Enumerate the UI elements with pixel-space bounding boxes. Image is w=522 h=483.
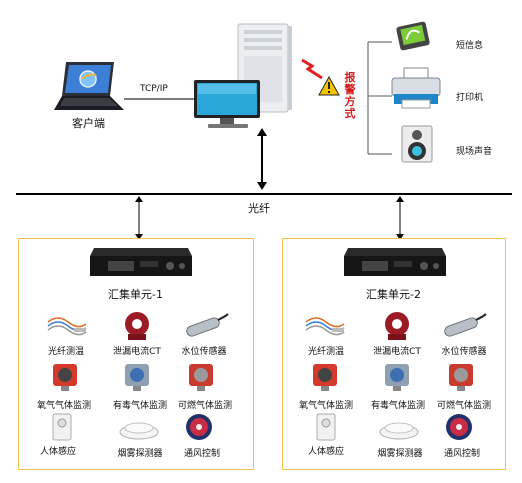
- water-level-sensor-icon: [444, 313, 487, 337]
- collector-device-icon: [344, 248, 446, 276]
- unit2-arrow: [396, 196, 404, 240]
- client-label: 客户端: [72, 117, 105, 130]
- monitor-icon: [194, 80, 260, 128]
- sensor-label: 光纤测温: [47, 347, 85, 357]
- smoke-detector-icon: [119, 422, 159, 440]
- phone-icon: [396, 21, 430, 51]
- motion-sensor-icon: [316, 413, 336, 441]
- toxic-gas-detector-icon: [125, 364, 149, 391]
- current-transformer-icon: [385, 312, 409, 340]
- sensor-label: 可燃气体监测: [177, 401, 233, 411]
- speaker-icon: [401, 125, 433, 163]
- sensor-label: 通风控制: [443, 449, 481, 459]
- toxic-gas-detector-icon: [385, 364, 409, 391]
- oxygen-detector-icon: [313, 364, 337, 391]
- sensor-label: 泄漏电流CT: [113, 347, 161, 357]
- lightning-icon: [301, 58, 323, 80]
- warning-icon: [318, 76, 340, 96]
- output-bracket: [367, 41, 392, 155]
- sensor-label: 氧气气体监测: [36, 401, 92, 411]
- output-label: 现场声音: [456, 147, 493, 157]
- server-backbone-arrow: [257, 128, 267, 190]
- output-label: 短信息: [456, 41, 484, 51]
- oxygen-detector-icon: [53, 364, 77, 391]
- laptop-icon: [54, 62, 124, 110]
- sensor-label: 人体感应: [307, 447, 345, 457]
- water-level-sensor-icon: [186, 313, 229, 337]
- sensor-label: 水位传感器: [441, 347, 487, 357]
- sensor-label: 光纤测温: [307, 347, 345, 357]
- fiber-probe-icon: [47, 317, 87, 336]
- current-transformer-icon: [125, 312, 149, 340]
- sensor-label: 有毒气体监测: [112, 401, 168, 411]
- printer-icon: [391, 67, 441, 109]
- sensor-label: 烟雾探测器: [117, 449, 163, 459]
- fiber-backbone-line: [16, 193, 512, 195]
- unit-title: 汇集单元-2: [366, 288, 421, 301]
- alarm-char: 方: [344, 95, 356, 108]
- sensor-label: 人体感应: [39, 447, 77, 457]
- unit-title: 汇集单元-1: [108, 288, 163, 301]
- combustible-gas-detector-icon: [449, 364, 473, 391]
- fiber-probe-icon: [305, 317, 345, 336]
- smoke-detector-icon: [379, 422, 419, 440]
- alarm-label: 报 警 方 式: [344, 72, 358, 132]
- sensor-label: 水位传感器: [181, 347, 227, 357]
- output-label: 打印机: [456, 93, 484, 103]
- sensor-label: 通风控制: [183, 449, 221, 459]
- alarm-char: 报: [344, 71, 356, 84]
- sensor-label: 烟雾探测器: [377, 449, 423, 459]
- sensor-label: 可燃气体监测: [436, 401, 492, 411]
- sensor-label: 氧气气体监测: [298, 401, 354, 411]
- alarm-char: 警: [344, 83, 356, 96]
- motion-sensor-icon: [52, 413, 72, 441]
- collector-device-icon: [90, 248, 192, 276]
- tcpip-link: [124, 98, 194, 100]
- ventilation-control-icon: [186, 414, 212, 440]
- unit1-arrow: [135, 196, 143, 240]
- sensor-label: 泄漏电流CT: [373, 347, 421, 357]
- ventilation-control-icon: [446, 414, 472, 440]
- alarm-char: 式: [344, 107, 356, 120]
- sensor-label: 有毒气体监测: [370, 401, 426, 411]
- backbone-label: 光纤: [248, 202, 270, 215]
- protocol-label: TCP/IP: [140, 84, 168, 94]
- combustible-gas-detector-icon: [189, 364, 213, 391]
